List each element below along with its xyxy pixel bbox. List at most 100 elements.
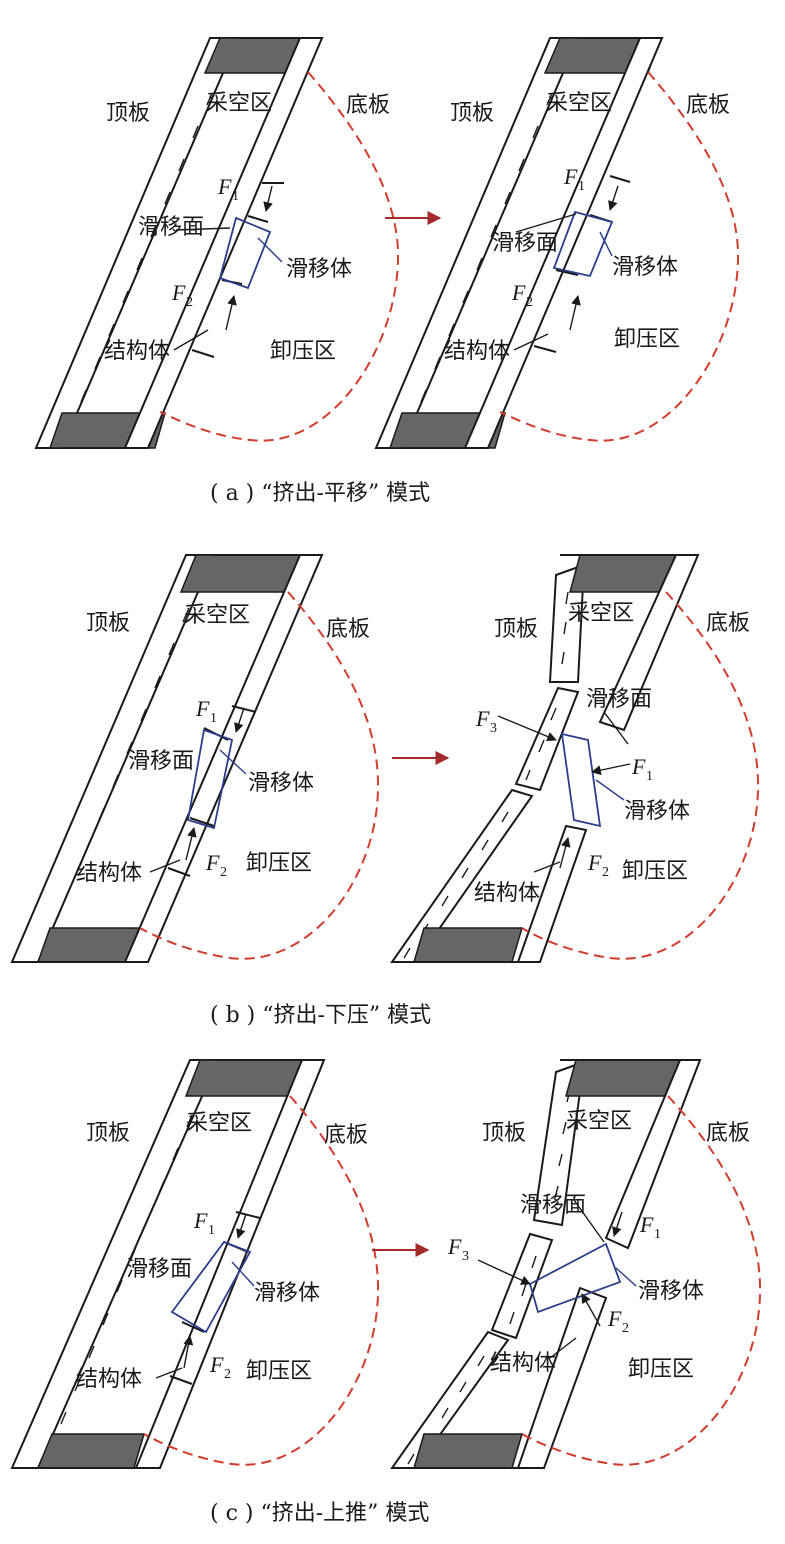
slip-body-outline — [528, 1242, 622, 1314]
floor-label: 底板 — [346, 93, 390, 118]
relief-zone-label: 卸压区 — [270, 339, 336, 364]
caption-c: ( c ) “挤出-上推” 模式 — [210, 1501, 429, 1526]
force-f3-sub: 3 — [462, 1249, 469, 1264]
force-f2-sub: 2 — [602, 865, 609, 880]
force-f2-symbol: F — [587, 850, 602, 875]
roof-label: 顶板 — [482, 1121, 526, 1146]
goaf-bottom — [36, 927, 142, 963]
relief-zone-boundary — [159, 71, 400, 442]
slip-body-label: 滑移体 — [286, 257, 352, 282]
slip-surface-label: 滑移面 — [126, 1257, 192, 1282]
force-f1-symbol: F — [195, 696, 210, 721]
structure-body-label: 结构体 — [444, 339, 510, 364]
relief-zone-boundary — [139, 591, 380, 960]
structure-body-label: 结构体 — [76, 861, 142, 886]
roof-label: 顶板 — [86, 1121, 130, 1146]
goaf-top — [184, 1059, 304, 1097]
slip-body-label: 滑移体 — [254, 1281, 320, 1306]
force-f2-symbol: F — [511, 280, 526, 305]
coal-seam-strip — [123, 554, 324, 963]
caption-a: ( a ) “挤出-平移” 模式 — [210, 481, 430, 506]
force-f1-symbol: F — [217, 174, 232, 199]
panel-b-before: 顶板 采空区 底板 F 1 滑移面 滑移体 结构体 F 2 卸压区 — [10, 554, 380, 963]
force-f2-symbol: F — [171, 280, 186, 305]
force-f1-sub: 1 — [208, 1223, 215, 1238]
floor-label: 底板 — [324, 1123, 368, 1148]
force-f2-symbol: F — [607, 1306, 622, 1331]
force-f2-sub: 2 — [186, 295, 193, 310]
relief-zone-boundary — [521, 1095, 762, 1466]
force-f1-sub: 1 — [210, 711, 217, 726]
goaf-label: 采空区 — [186, 1111, 252, 1136]
slip-body-outline — [560, 732, 602, 828]
coal-seam-strip — [134, 1059, 326, 1469]
slip-surface-label: 滑移面 — [520, 1193, 586, 1218]
force-f2-sub: 2 — [220, 865, 227, 880]
coal-seam-lower — [516, 1286, 608, 1469]
roof-label: 顶板 — [494, 617, 538, 642]
slip-body-outline — [170, 1240, 252, 1334]
panel-a: 顶板 采空区 底板 F 1 滑移面 滑移体 F 2 结构体 卸压区 — [34, 37, 740, 506]
goaf-label: 采空区 — [546, 91, 612, 116]
force-f2-sub: 2 — [622, 1321, 629, 1336]
goaf-label: 采空区 — [568, 601, 634, 626]
panel-a-after: 顶板 采空区 底板 F 1 滑移面 滑移体 F 2 结构体 卸压区 — [374, 37, 740, 449]
force-f1-symbol: F — [639, 1212, 654, 1237]
slip-surface-label: 滑移面 — [492, 231, 558, 256]
panel-c: 顶板 采空区 底板 F 1 滑移面 滑移体 结构体 F 2 卸压区 — [10, 1059, 762, 1526]
force-f1-sub: 1 — [578, 179, 585, 194]
force-f1-sub: 1 — [232, 189, 239, 204]
force-f3-sub: 3 — [490, 721, 497, 736]
slip-body-outline — [552, 210, 614, 278]
roof-label: 顶板 — [106, 101, 150, 126]
relief-zone-boundary — [499, 71, 740, 442]
panel-c-before: 顶板 采空区 底板 F 1 滑移面 滑移体 结构体 F 2 卸压区 — [10, 1059, 380, 1469]
force-f1-symbol: F — [193, 1208, 208, 1233]
relief-zone-boundary — [521, 591, 760, 960]
floor-label: 底板 — [706, 611, 750, 636]
relief-zone-label: 卸压区 — [628, 1357, 694, 1382]
relief-zone-label: 卸压区 — [614, 327, 680, 352]
goaf-label: 采空区 — [566, 1109, 632, 1134]
slip-body-label: 滑移体 — [248, 771, 314, 796]
force-f1-symbol: F — [563, 164, 578, 189]
force-f1-sub: 1 — [646, 769, 653, 784]
roof-hatching — [403, 591, 569, 959]
relief-zone-label: 卸压区 — [246, 851, 312, 876]
roof-label: 顶板 — [86, 611, 130, 636]
floor-label: 底板 — [686, 93, 730, 118]
slip-body-outline — [218, 216, 272, 290]
goaf-top — [179, 554, 302, 593]
roof-segment-middle — [514, 686, 580, 792]
caption-b: ( b ) “挤出-下压” 模式 — [210, 1003, 431, 1028]
roof-segment-upper — [548, 563, 586, 683]
goaf-label: 采空区 — [184, 603, 250, 628]
coal-seam-lower — [516, 824, 588, 963]
floor-label: 底板 — [706, 1121, 750, 1146]
roof-segment-middle — [490, 1232, 554, 1340]
structure-body-label: 结构体 — [490, 1351, 556, 1376]
goaf-bottom — [36, 1433, 146, 1469]
goaf-bottom — [412, 1433, 524, 1469]
force-f2-sub: 2 — [526, 295, 533, 310]
roof-label: 顶板 — [450, 101, 494, 126]
force-f1-sub: 1 — [654, 1227, 661, 1242]
force-f3-symbol: F — [475, 706, 490, 731]
coal-seam-upper — [598, 554, 700, 732]
force-f2-symbol: F — [209, 1352, 224, 1377]
relief-zone-label: 卸压区 — [246, 1359, 312, 1384]
slip-surface-label: 滑移面 — [138, 215, 204, 240]
slip-body-label: 滑移体 — [638, 1279, 704, 1304]
relief-zone-boundary — [143, 1095, 380, 1466]
goaf-top — [565, 1059, 684, 1097]
goaf-label: 采空区 — [206, 91, 272, 116]
slip-surface-label: 滑移面 — [586, 687, 652, 712]
panel-c-after: 顶板 采空区 底板 滑移面 F 1 F 3 滑移体 F 2 结构体 卸压区 — [390, 1059, 762, 1469]
structure-body-label: 结构体 — [104, 339, 170, 364]
force-f3-symbol: F — [447, 1234, 462, 1259]
coal-seam-upper — [604, 1059, 702, 1250]
structure-body-label: 结构体 — [76, 1367, 142, 1392]
panel-b-after: 顶板 采空区 底板 滑移面 F 3 F 1 滑移体 F 2 卸压区 结构体 — [390, 554, 760, 963]
panel-a-before: 顶板 采空区 底板 F 1 滑移面 滑移体 F 2 结构体 卸压区 — [34, 37, 400, 449]
